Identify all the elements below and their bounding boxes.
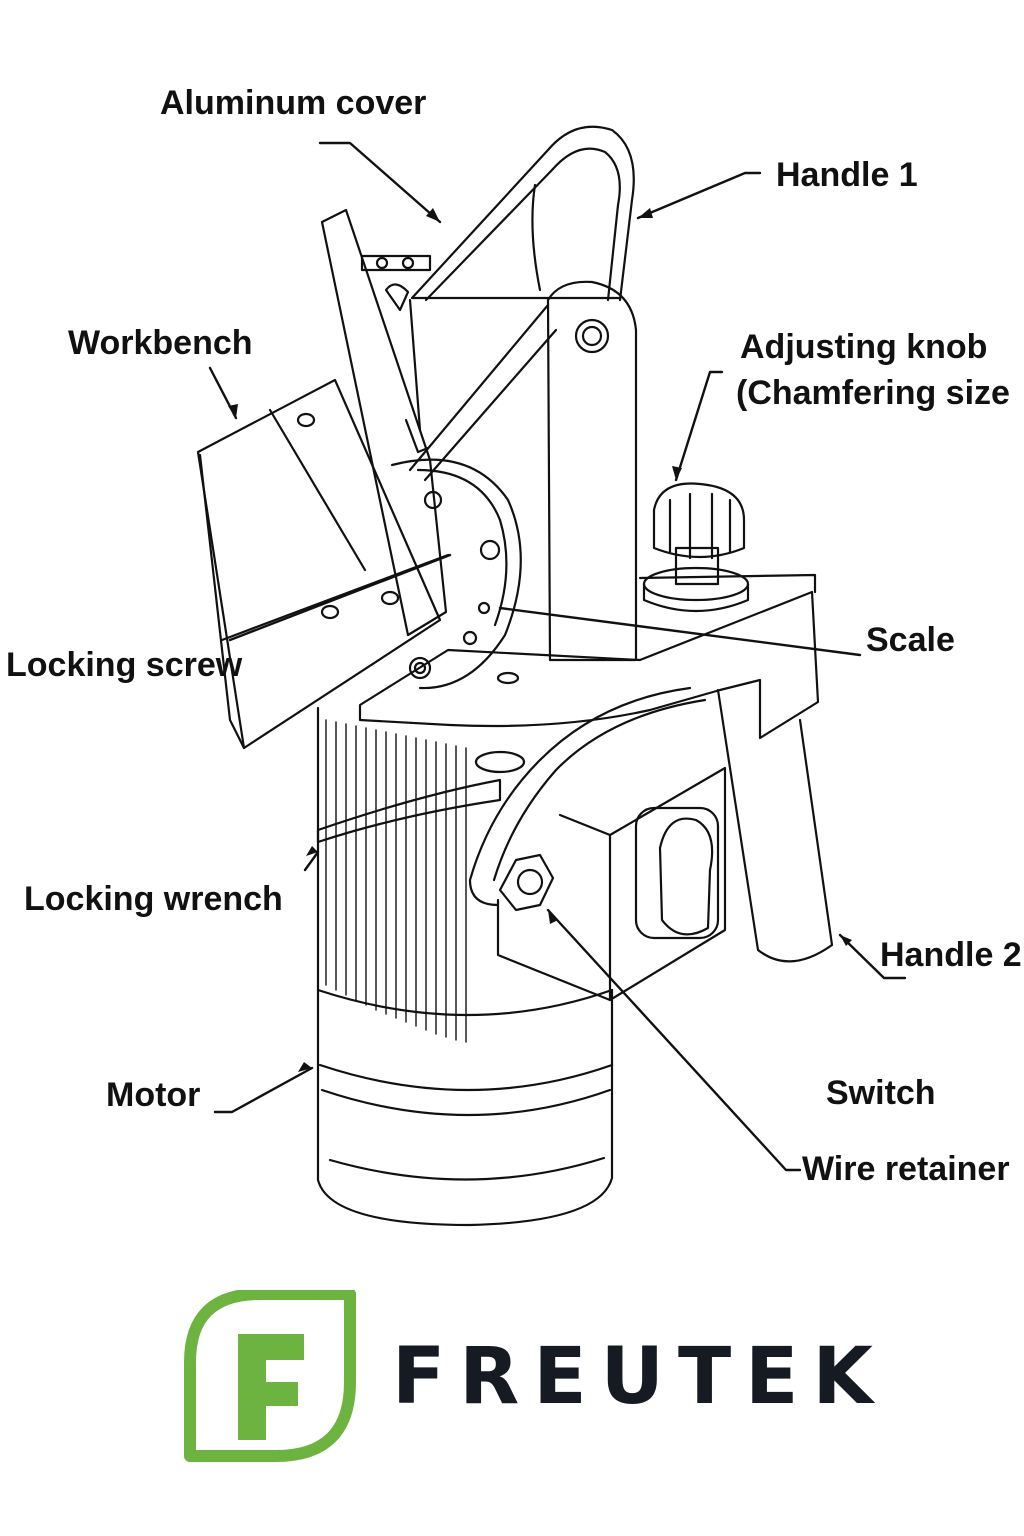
label-adjusting-knob: Adjusting knob [740,328,988,366]
brand-name: FREUTEK [392,1332,887,1422]
motor-shape [316,706,614,1227]
column-shape [408,280,638,662]
label-chamfering-size: (Chamfering size [736,374,1010,412]
deck-plate-shape [358,573,820,740]
locking-wrench-shape [316,750,526,844]
label-handle-1: Handle 1 [776,156,918,194]
label-switch: Switch [826,1074,936,1112]
label-workbench: Workbench [68,324,253,362]
leaf-outline-icon [184,1290,356,1462]
label-aluminum-cover: Aluminum cover [160,84,427,122]
adjusting-knob-shape [642,482,750,613]
label-scale: Scale [866,621,955,659]
label-wire-retainer: Wire retainer [802,1150,1010,1188]
brand-logo [184,1290,356,1462]
switch-box-shape [496,766,727,1002]
leader-lines [208,141,907,1172]
logo-letter-f-icon [238,1334,304,1440]
scale-disk-shape [390,458,522,690]
label-motor: Motor [106,1076,201,1114]
aluminum-cover-shape [360,254,432,454]
label-locking-screw: Locking screw [6,646,243,684]
label-handle-2: Handle 2 [880,936,1022,974]
arrowheads [228,208,852,1072]
handle-2-shape [716,688,834,963]
wire-retainer-shape [468,686,707,912]
label-locking-wrench: Locking wrench [24,880,283,918]
handle-1-shape [410,125,635,302]
